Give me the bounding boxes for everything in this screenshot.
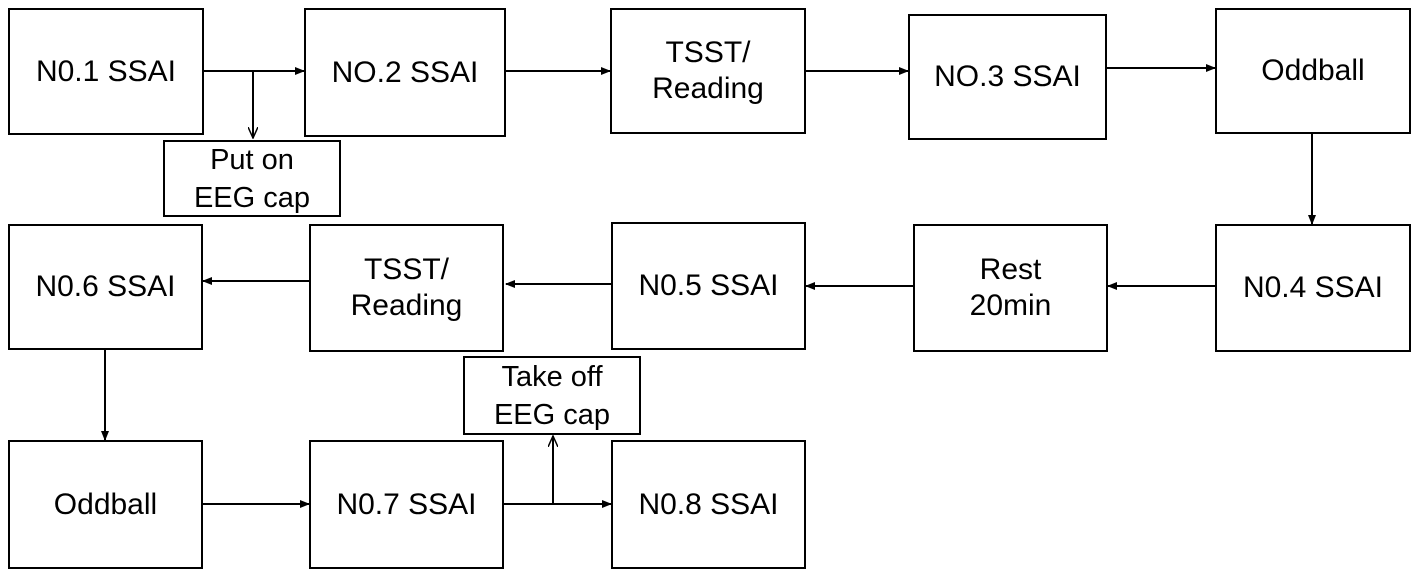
note-take-off-cap: Take off EEG cap — [463, 356, 641, 435]
step-box-10: N0.6 SSAI — [8, 224, 203, 350]
note-label: Take off EEG cap — [493, 360, 611, 431]
step-box-7: Rest 20min — [913, 224, 1108, 352]
note-label: Put on EEG cap — [193, 143, 311, 214]
step-label: Rest 20min — [969, 253, 1052, 322]
step-box-13: N0.8 SSAI — [611, 440, 806, 569]
step-box-6: N0.4 SSAI — [1215, 224, 1411, 352]
step-label: Oddball — [53, 487, 158, 521]
step-box-12: N0.7 SSAI — [309, 440, 504, 569]
step-box-5: Oddball — [1215, 8, 1411, 134]
step-box-4: NO.3 SSAI — [908, 14, 1107, 140]
step-label: NO.2 SSAI — [331, 55, 479, 89]
step-label: TSST/ Reading — [652, 36, 764, 105]
step-label: N0.4 SSAI — [1242, 271, 1384, 304]
step-label: N0.1 SSAI — [35, 54, 177, 88]
step-box-8: N0.5 SSAI — [611, 222, 806, 350]
step-label: Oddball — [1261, 54, 1365, 87]
step-label: TSST/ Reading — [350, 253, 463, 322]
step-label: N0.7 SSAI — [336, 487, 477, 521]
step-box-11: Oddball — [8, 440, 203, 569]
step-box-3: TSST/ Reading — [610, 8, 806, 134]
step-box-1: N0.1 SSAI — [8, 8, 204, 135]
step-label: NO.3 SSAI — [934, 60, 1081, 93]
step-box-2: NO.2 SSAI — [304, 8, 506, 137]
step-label: N0.5 SSAI — [638, 269, 779, 302]
note-put-on-cap: Put on EEG cap — [163, 140, 341, 217]
step-label: N0.8 SSAI — [638, 487, 779, 521]
step-label: N0.6 SSAI — [35, 270, 176, 303]
step-box-9: TSST/ Reading — [309, 224, 504, 352]
